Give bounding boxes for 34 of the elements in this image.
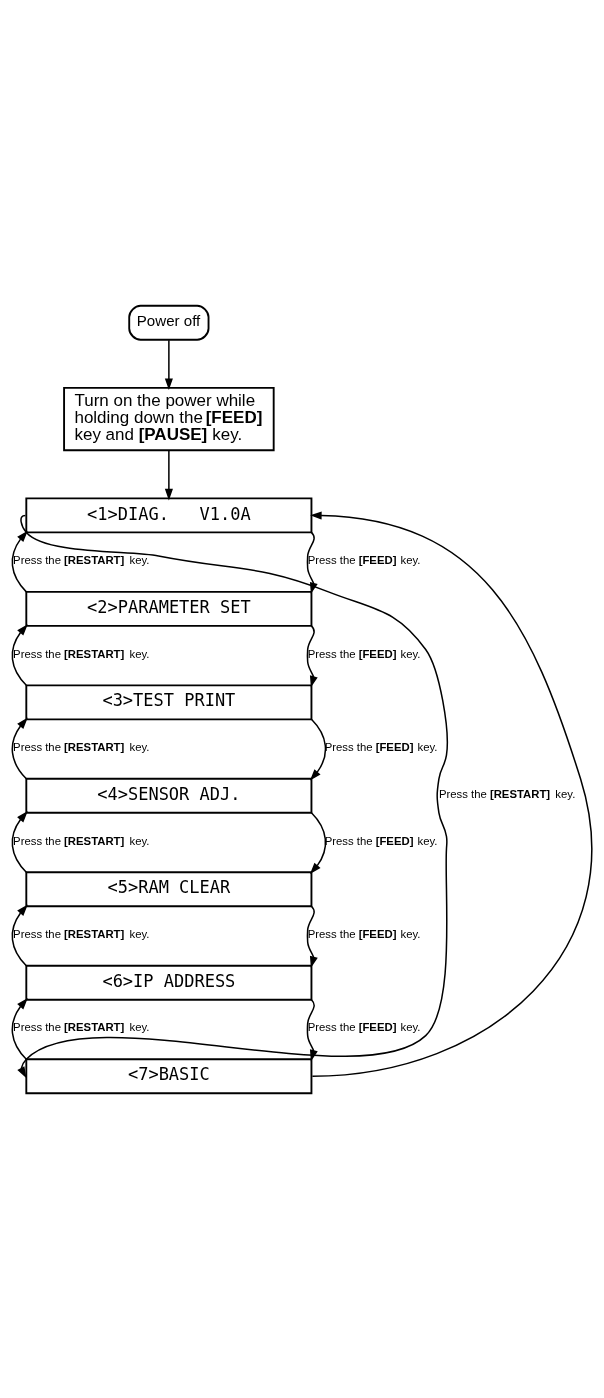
arrow — [11, 717, 28, 780]
node-box: <6>IP ADDRESS — [25, 964, 313, 1001]
edge-label: Press the [RESTART] key. — [13, 553, 150, 566]
arrow — [11, 530, 28, 593]
node-box: <7>BASIC — [25, 1057, 313, 1094]
edge-label: Press the [RESTART] key. — [13, 1020, 150, 1033]
arrow — [306, 998, 318, 1061]
arrow — [17, 514, 448, 1078]
edge-label: Press the [FEED] key. — [307, 647, 421, 660]
arrow — [306, 624, 318, 688]
arrow — [11, 997, 28, 1060]
edge-label: Press the [RESTART] key. — [13, 740, 150, 753]
arrow — [306, 905, 318, 968]
arrow — [164, 338, 173, 390]
arrow — [11, 904, 28, 966]
arrow — [164, 449, 173, 500]
arrow — [309, 811, 327, 874]
arrow — [309, 718, 327, 781]
node-box: Turn on the power while holding down the [FEED] key and [PAUSE] key. — [63, 386, 275, 451]
arrow — [11, 810, 28, 873]
edge-label: Press the [RESTART] key. — [13, 647, 150, 660]
edge-label: Press the [FEED] key. — [307, 553, 421, 566]
edge-label: Press the [FEED] key. — [307, 1020, 421, 1033]
arrow — [11, 623, 28, 686]
node-box: <2>PARAMETER SET — [25, 590, 313, 627]
node-box: <5>RAM CLEAR — [25, 870, 313, 907]
edge-label: Press the [RESTART] key. — [438, 787, 576, 800]
edge-label: Press the [FEED] key. — [307, 927, 421, 940]
node-box: <4>SENSOR ADJ. — [25, 777, 313, 814]
edge-label: Press the [RESTART] key. — [13, 834, 150, 847]
node-box: <3>TEST PRINT — [25, 683, 313, 720]
edge-label: Press the [RESTART] key. — [13, 927, 150, 940]
node-box: Power off — [128, 304, 210, 341]
node-box: <1>DIAG. V1.0A — [25, 496, 313, 533]
